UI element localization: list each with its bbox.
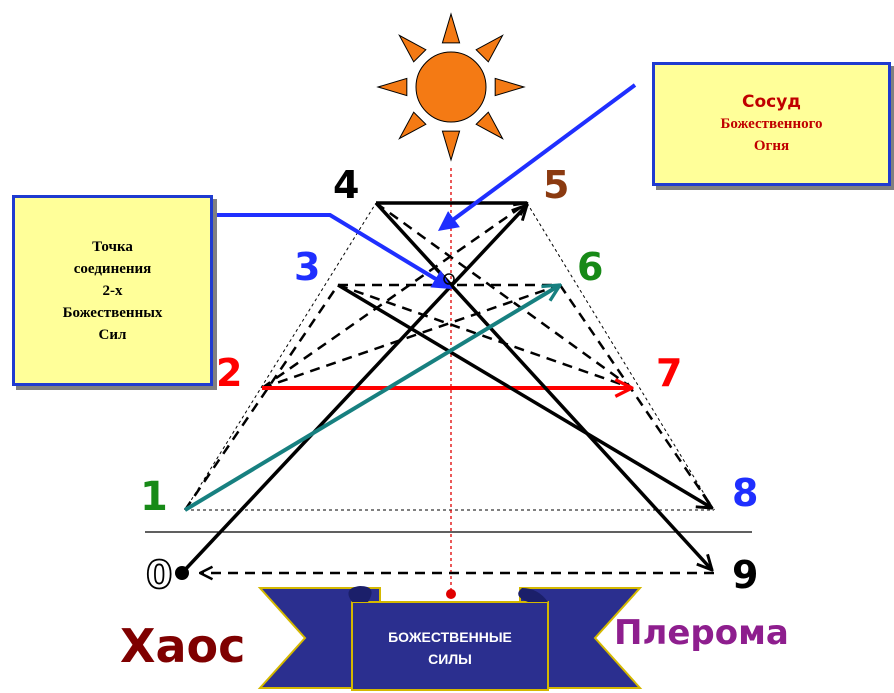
vessel-callout-line-1: Сосуд [741,92,802,112]
vessel-callout-line-2: Божественного [720,116,823,132]
dashed-6-8 [558,284,716,511]
dotted-line-5-8 [526,202,715,511]
sun-ray [475,111,504,140]
pleroma-label: Плерома [614,613,789,653]
point-label-9: 9 [732,553,758,597]
dotted-line-1-4 [184,202,377,511]
dashed-2-5 [261,203,527,390]
sun-ray [398,111,427,140]
dashed-3-7 [337,283,633,390]
construction-lines [184,202,715,511]
banner-line-1: БОЖЕСТВЕННЫЕ [388,629,512,645]
point-label-6: 6 [577,245,603,289]
chaos-label: Хаос [120,619,245,673]
dashed-2-6 [261,283,561,390]
dashed-4-7 [375,201,633,390]
junction-callout-line-3: 2-х [102,282,123,299]
junction-point [443,273,455,285]
banner [257,586,643,691]
point-labels: 0 1 2 3 4 5 6 7 8 9 [140,163,758,598]
sun-icon [376,12,526,162]
banner-curl-left [348,586,372,602]
point-label-5: 5 [543,163,569,207]
sun-ray [398,34,427,63]
junction-callout-line-5: Сил [98,326,127,343]
point-label-0: 0 [146,553,172,597]
arrow-0-5 [180,205,527,575]
point-0-dot [175,566,189,580]
dashed-1-3 [183,284,340,511]
arrow-3-8 [337,283,712,508]
point-label-3: 3 [294,245,320,289]
dashed-lines [183,201,716,573]
right-callout-pointer [437,83,637,231]
sun-ray [376,77,408,97]
axis-dot [446,589,456,599]
teal-arrow-1-6 [183,285,560,512]
banner-center [351,601,549,691]
sun-ray [475,34,504,63]
junction-callout-line-1: Точка [92,238,133,255]
point-label-1: 1 [140,474,168,520]
left-callout-pointer [210,213,453,290]
solid-arrows [180,201,712,575]
sun-ray [441,130,461,162]
junction-callout: Точка соединения 2-х Божественных Сил [12,195,213,386]
arrow-4-9 [374,201,712,570]
banner-line-2: СИЛЫ [428,651,472,667]
sun-ray [494,77,526,97]
vessel-callout: Сосуд Божественного Огня [652,62,891,186]
banner-curl-right [518,588,548,602]
point-label-7: 7 [656,351,682,395]
junction-callout-line-2: соединения [73,260,152,277]
sun-ray [441,12,461,44]
point-label-2: 2 [216,351,242,395]
vessel-callout-line-3: Огня [753,138,790,154]
point-label-4: 4 [333,163,359,207]
sun-disc [415,51,487,123]
point-label-8: 8 [732,471,758,515]
junction-callout-line-4: Божественных [62,304,163,321]
